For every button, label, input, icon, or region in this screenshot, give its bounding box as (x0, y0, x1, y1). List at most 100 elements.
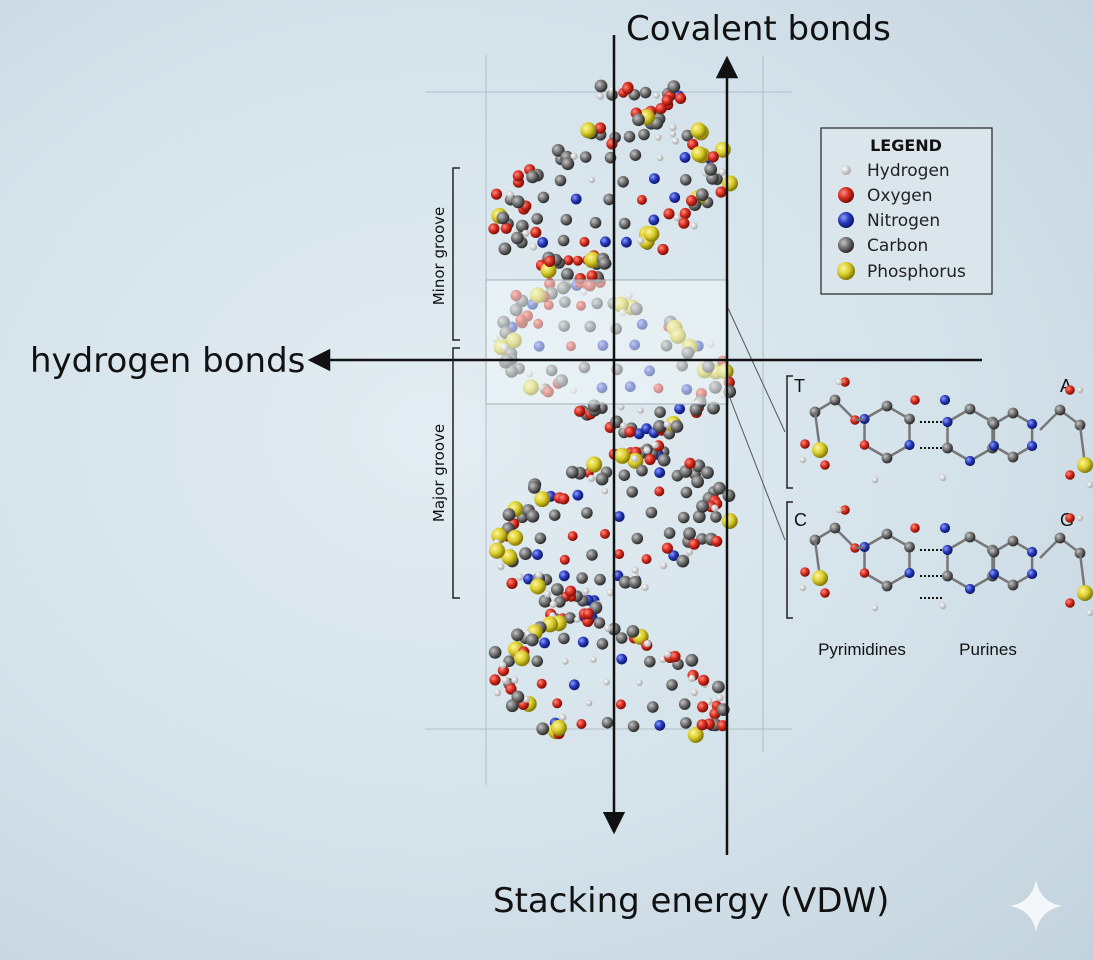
atom (660, 562, 668, 570)
atom (631, 532, 644, 545)
atom (675, 92, 687, 104)
atom (812, 570, 828, 586)
atom (1054, 532, 1066, 544)
atom (512, 170, 524, 182)
atom (552, 698, 563, 709)
atom (910, 395, 920, 405)
atom (572, 255, 583, 266)
minor-groove-bracket (452, 167, 460, 341)
atom (581, 507, 593, 519)
atom (859, 440, 870, 450)
atom (551, 144, 565, 157)
sparkle-icon (1010, 880, 1062, 932)
atom (942, 416, 953, 428)
atom (683, 527, 696, 541)
pair2-bracket (786, 501, 793, 619)
atom (685, 653, 699, 667)
legend-phosphorus-label: Phosphorus (867, 262, 966, 282)
covalent-bonds-label: Covalent bonds (626, 9, 891, 49)
atom (601, 716, 614, 729)
atom (506, 191, 514, 199)
atom (559, 554, 570, 565)
atom (501, 549, 518, 566)
atom (881, 452, 893, 464)
atom (712, 680, 725, 694)
atom (506, 577, 518, 590)
atom (939, 602, 947, 610)
atom (626, 625, 640, 638)
atom (721, 513, 738, 529)
atom (910, 523, 920, 533)
atom (558, 632, 570, 645)
legend-oxygen-label: Oxygen (867, 186, 933, 206)
atom (587, 474, 596, 482)
atom (644, 453, 656, 466)
atom (534, 532, 547, 545)
atom (514, 650, 530, 667)
atom (588, 176, 595, 184)
atom (670, 420, 684, 433)
stacking-energy-label: Stacking energy (VDW) (493, 881, 889, 921)
atom (871, 476, 879, 484)
atom (586, 270, 598, 282)
carbon-swatch (838, 237, 854, 253)
atom (653, 420, 666, 433)
atom (565, 465, 579, 479)
major-groove-bracket (452, 347, 460, 599)
atom (691, 475, 704, 489)
atom (988, 568, 1000, 580)
atom (666, 679, 678, 691)
atom (881, 528, 893, 540)
atom (500, 222, 512, 234)
atom (568, 679, 580, 691)
atom (511, 231, 524, 245)
atom (497, 563, 505, 571)
atom (594, 573, 606, 586)
atom (567, 531, 578, 542)
atom (964, 583, 976, 595)
atom (637, 407, 644, 414)
atom (881, 400, 893, 412)
atom (695, 188, 709, 202)
atom (1007, 451, 1019, 463)
atom (539, 637, 550, 649)
atom (561, 157, 575, 171)
atom (503, 655, 515, 667)
atom (516, 573, 524, 581)
atom (532, 549, 543, 560)
atom (679, 174, 692, 186)
atom (496, 211, 510, 225)
atom (988, 546, 1000, 558)
atom (498, 242, 512, 256)
atom (489, 542, 505, 559)
atom (618, 469, 631, 482)
atom (559, 713, 567, 722)
atom (663, 208, 675, 220)
atom (570, 193, 582, 205)
legend-carbon-label: Carbon (867, 236, 928, 256)
atom (621, 236, 632, 248)
legend-hydrogen-label: Hydrogen (867, 161, 950, 181)
highlight-box (485, 279, 729, 405)
atom (614, 549, 625, 560)
atom (677, 511, 690, 524)
atom (820, 588, 830, 598)
atom (647, 701, 659, 713)
atom (601, 487, 609, 495)
atom (688, 538, 700, 550)
atom (580, 122, 597, 139)
thymine-adenine-molecule (799, 377, 1093, 489)
atom (534, 491, 551, 508)
atom (490, 188, 503, 200)
atom (1065, 385, 1075, 395)
atom (519, 547, 532, 560)
atom (540, 262, 557, 279)
atom (537, 191, 550, 204)
atom (624, 426, 636, 438)
atom (643, 226, 660, 242)
atom (657, 453, 671, 467)
atom (523, 573, 534, 585)
atom (548, 509, 561, 521)
atom (557, 234, 570, 247)
